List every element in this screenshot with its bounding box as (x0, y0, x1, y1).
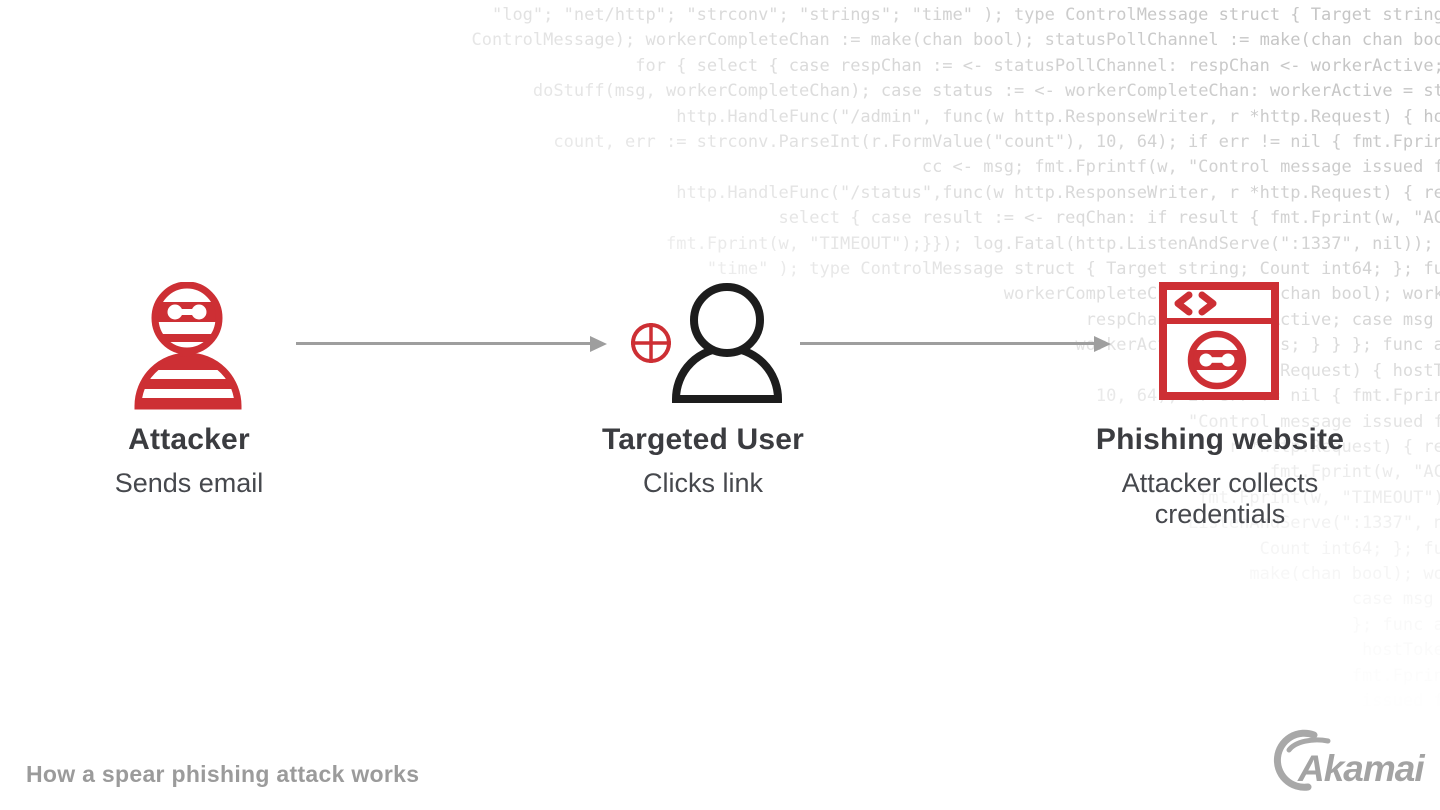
code-line: Count int64; }; func ma (1259, 538, 1440, 559)
background-code: "log"; "net/http"; "strconv"; "strings";… (472, 3, 1440, 714)
code-line: select { case result := <- reqChan: if r… (778, 208, 1440, 229)
caption-text: How a spear phishing attack works (26, 761, 420, 787)
code-line: workerCompleteChan := make(chan bool); w… (1003, 284, 1440, 305)
code-line: make(chan bool); workerA (1249, 563, 1440, 584)
code-line: ControlMessage); workerCompleteChan := m… (471, 30, 1440, 51)
step-subtitle-targeted-user: Clicks link (642, 468, 763, 498)
code-line: "log"; "net/http"; "strconv"; "strings";… (491, 5, 1440, 25)
arrow-head-icon (1094, 336, 1111, 352)
target-crosshair-icon (631, 323, 671, 363)
code-line: count, err := strconv.ParseInt(r.FormVal… (553, 132, 1440, 153)
step-title-attacker: Attacker (128, 423, 250, 456)
code-line: for { select { case respChan := <- statu… (635, 55, 1440, 76)
attacker-bandit-icon (134, 282, 242, 410)
code-line: fmt.Fprint(w, "TIMEOUT");}}); log.Fatal(… (665, 233, 1440, 254)
code-line: cc <- msg; fmt.Fprintf(w, "Control messa… (921, 157, 1440, 178)
arrow-head-icon (590, 336, 607, 352)
code-line: issued for Ta (1361, 690, 1440, 711)
akamai-logo-text: Akamai (1297, 748, 1425, 789)
code-line: http.HandleFunc("/admin", func(w http.Re… (676, 106, 1440, 127)
code-line: case msg := <- (1351, 589, 1434, 610)
arrow-attacker-to-user (296, 336, 608, 352)
step-subtitle-phishing-website: Attacker collects credentials (1121, 468, 1319, 529)
code-line: fmt.Fprintf(w, (1351, 665, 1440, 686)
code-line: "time" ); type ControlMessage struct { T… (706, 259, 1440, 280)
arrow-user-to-website (800, 336, 1112, 352)
code-line: hostTokens := (1361, 640, 1440, 661)
arrow-line (296, 342, 590, 345)
code-line: respChan <- workerActive; case msg := <- (1085, 309, 1434, 330)
step-subtitle-attacker: Sends email (114, 468, 264, 498)
akamai-logo: Akamai (1273, 729, 1426, 791)
code-line: r *http.Request) { hostTokens (1198, 360, 1440, 381)
step-title-phishing-website: Phishing website (1095, 423, 1345, 456)
arrow-line (800, 342, 1094, 345)
phishing-browser-ninja-icon (1159, 282, 1279, 400)
code-line: }; func admin( (1351, 614, 1440, 635)
code-line: doStuff(msg, workerCompleteChan); case s… (532, 81, 1440, 102)
code-line: http.HandleFunc("/status",func(w http.Re… (676, 182, 1440, 203)
targeted-user-person-icon (671, 283, 783, 403)
step-title-targeted-user: Targeted User (601, 423, 805, 456)
code-line: 10, 64); if err != nil { fmt.Fprintf(w, (1095, 386, 1440, 407)
